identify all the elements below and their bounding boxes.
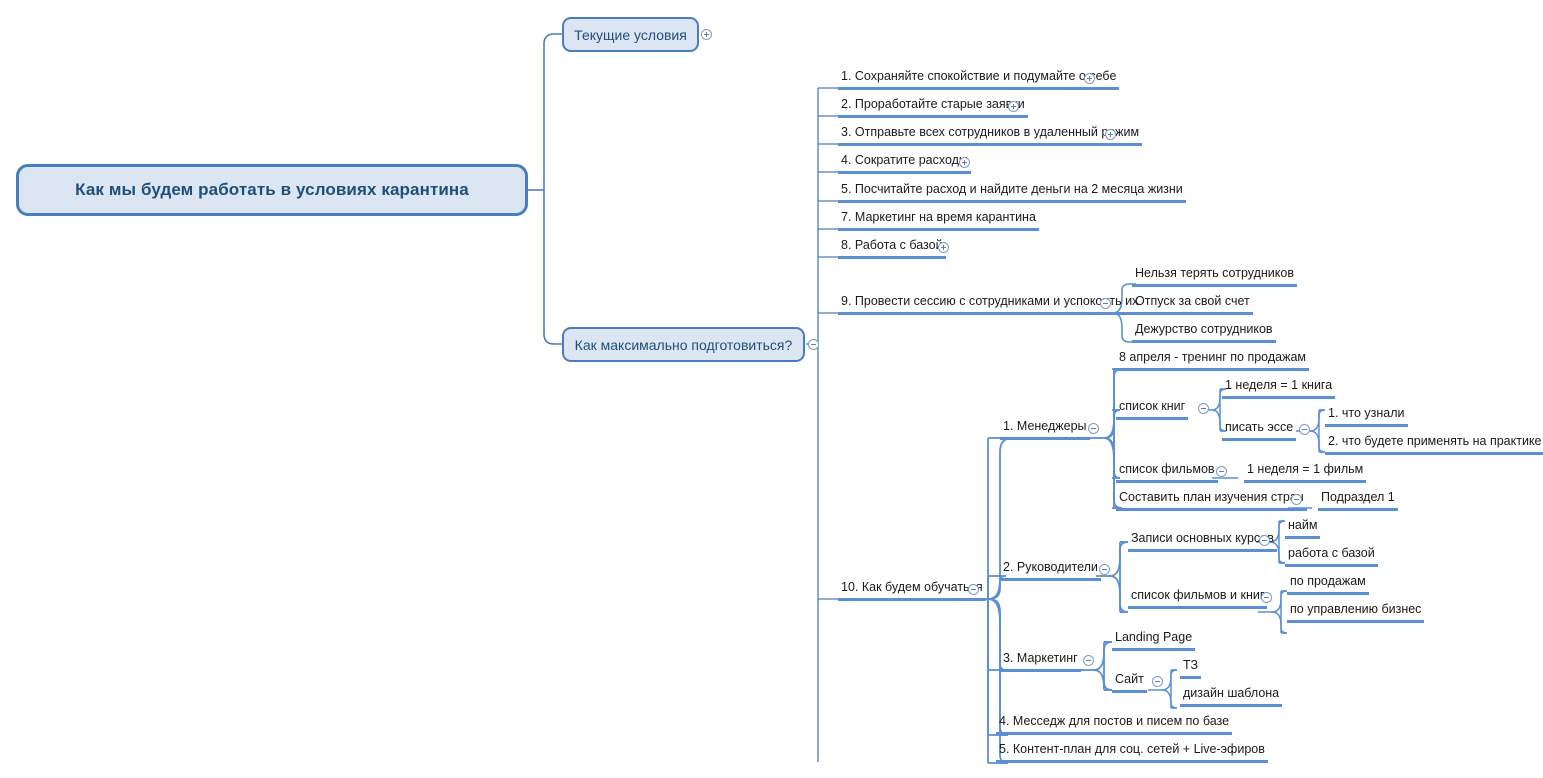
collapse-toggle-icon-marketing[interactable]: [1083, 655, 1094, 666]
expand-toggle-icon-item-4[interactable]: [959, 157, 970, 168]
topic-film-list[interactable]: список фильмов: [1116, 463, 1218, 483]
topic-template-design[interactable]: дизайн шаблона: [1180, 687, 1283, 707]
collapse-toggle-icon-item-9[interactable]: [1100, 298, 1111, 309]
expand-toggle-icon-item-8[interactable]: [938, 242, 949, 253]
topic-item-9-child-2[interactable]: Отпуск за свой счет: [1132, 295, 1253, 315]
branch-node-current-conditions[interactable]: Текущие условия: [562, 17, 699, 52]
topic-managers[interactable]: 1. Менеджеры: [1000, 420, 1090, 440]
collapse-toggle-icon-core-course-records[interactable]: [1259, 535, 1270, 546]
topic-leaders[interactable]: 2. Руководители: [1000, 561, 1101, 581]
topic-tz[interactable]: ТЗ: [1180, 659, 1202, 679]
expand-toggle-icon-item-3[interactable]: [1105, 129, 1116, 140]
branch-node-label: Текущие условия: [574, 26, 687, 43]
topic-item-8[interactable]: 8. Работа с базой: [838, 239, 946, 259]
topic-essay-point-1[interactable]: 1. что узнали: [1325, 407, 1408, 427]
topic-site[interactable]: Сайт: [1112, 673, 1147, 693]
collapse-toggle-icon-film-list[interactable]: [1216, 466, 1227, 477]
collapse-toggle-icon-write-essay[interactable]: [1299, 424, 1310, 435]
collapse-toggle-icon-book-list[interactable]: [1198, 403, 1209, 414]
topic-one-week-one-book[interactable]: 1 неделя = 1 книга: [1222, 379, 1336, 399]
topic-message-for-posts[interactable]: 4. Месседж для постов и писем по базе: [996, 715, 1233, 735]
branch-node-how-to-prepare[interactable]: Как максимально подготовиться?: [562, 327, 805, 362]
collapse-toggle-icon-managers[interactable]: [1088, 423, 1099, 434]
topic-on-business-management[interactable]: по управлению бизнес: [1287, 603, 1425, 623]
expand-toggle-icon-item-1[interactable]: [1084, 73, 1095, 84]
collapse-toggle-icon-country-study-plan[interactable]: [1291, 494, 1302, 505]
topic-films-and-books[interactable]: список фильмов и книг: [1128, 589, 1268, 609]
topic-landing-page[interactable]: Landing Page: [1112, 631, 1196, 651]
topic-core-course-records[interactable]: Записи основных курсов: [1128, 532, 1277, 552]
topic-write-essay[interactable]: писать эссе: [1222, 421, 1297, 441]
topic-country-study-plan[interactable]: Составить план изучения стран: [1116, 491, 1307, 511]
collapse-toggle-icon-leaders[interactable]: [1099, 564, 1110, 575]
topic-item-1[interactable]: 1. Сохраняйте спокойствие и подумайте о …: [838, 70, 1120, 90]
topic-marketing[interactable]: 3. Маркетинг: [1000, 652, 1081, 672]
branch-node-label: Как максимально подготовиться?: [574, 336, 793, 353]
topic-item-7[interactable]: 7. Маркетинг на время карантина: [838, 211, 1039, 231]
collapse-toggle-icon-how-to-prepare[interactable]: [808, 339, 819, 350]
topic-item-10[interactable]: 10. Как будем обучаться: [838, 581, 986, 601]
topic-book-list[interactable]: список книг: [1116, 400, 1189, 420]
topic-item-5[interactable]: 5. Посчитайте расход и найдите деньги на…: [838, 183, 1186, 203]
topic-item-9[interactable]: 9. Провести сессию с сотрудниками и успо…: [838, 295, 1142, 315]
topic-essay-point-2[interactable]: 2. что будете применять на практике: [1325, 435, 1543, 455]
topic-item-2[interactable]: 2. Проработайте старые заявки: [838, 98, 1028, 118]
topic-on-sales[interactable]: по продажам: [1287, 575, 1369, 595]
topic-subsection-1[interactable]: Подраздел 1: [1318, 491, 1398, 511]
topic-db-work[interactable]: работа с базой: [1285, 547, 1378, 567]
topic-item-3[interactable]: 3. Отправьте всех сотрудников в удаленны…: [838, 126, 1143, 146]
topic-item-9-child-1[interactable]: Нельзя терять сотрудников: [1132, 267, 1297, 287]
topic-one-week-one-film[interactable]: 1 неделя = 1 фильм: [1244, 463, 1367, 483]
collapse-toggle-icon-site[interactable]: [1152, 676, 1163, 687]
expand-toggle-icon-item-2[interactable]: [1008, 101, 1019, 112]
collapse-toggle-icon-films-and-books[interactable]: [1261, 592, 1272, 603]
root-node[interactable]: Как мы будем работать в условиях каранти…: [16, 164, 528, 216]
expand-toggle-icon-current-conditions[interactable]: [701, 29, 712, 40]
topic-hiring[interactable]: найм: [1285, 519, 1321, 539]
topic-training-april-8[interactable]: 8 апреля - тренинг по продажам: [1116, 351, 1309, 371]
topic-item-4[interactable]: 4. Сократите расходы: [838, 154, 971, 174]
root-node-label: Как мы будем работать в условиях каранти…: [75, 180, 469, 199]
collapse-toggle-icon-item-10[interactable]: [968, 584, 979, 595]
topic-item-9-child-3[interactable]: Дежурство сотрудников: [1132, 323, 1276, 343]
topic-content-plan[interactable]: 5. Контент-план для соц. сетей + Live-эф…: [996, 743, 1268, 763]
